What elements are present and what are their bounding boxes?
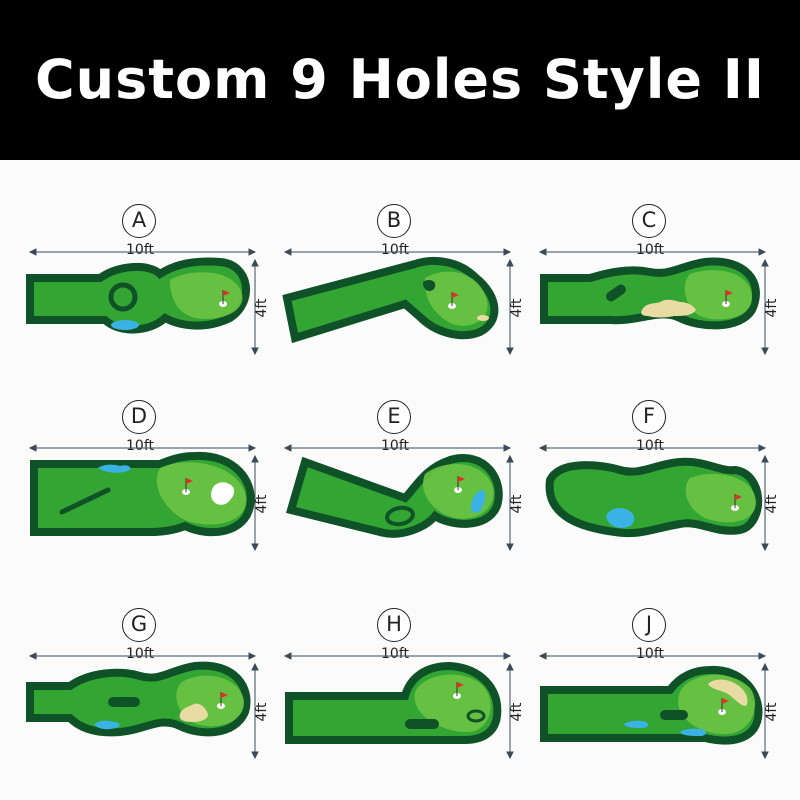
putting-green [424, 271, 488, 326]
water-hazard [111, 320, 139, 330]
dimension-lines [28, 444, 259, 552]
putting-green [684, 270, 752, 320]
flag [448, 292, 459, 309]
width-label: 10ft [615, 242, 685, 258]
water-hazard [471, 490, 486, 513]
flag [182, 478, 193, 495]
width-label: 10ft [105, 646, 175, 662]
course-shape-g [26, 652, 259, 760]
dimension-lines [283, 652, 514, 760]
bar-hazard [405, 719, 439, 729]
dimension-lines [28, 652, 259, 760]
hole-label-b: B [377, 204, 411, 238]
width-label: 10ft [615, 646, 685, 662]
width-label: 10ft [360, 646, 430, 662]
putting-green [685, 473, 756, 523]
flag [718, 698, 729, 715]
flag [722, 290, 733, 307]
width-label: 10ft [105, 242, 175, 258]
dimension-lines [538, 248, 769, 356]
sand-trap [641, 299, 696, 318]
hole-g: G 10ft 4ft [20, 606, 270, 796]
course-shape-j [538, 652, 769, 760]
width-label: 10ft [360, 438, 430, 454]
ring-hazard [466, 709, 486, 723]
ring-hazard [108, 282, 138, 312]
hole-label-a: A [122, 204, 156, 238]
water-hazard [94, 720, 120, 730]
hole-label-c: C [632, 204, 666, 238]
hole-c: C 10ft 4ft [530, 202, 780, 392]
white-sand-trap [211, 482, 235, 505]
bar-hazard [660, 710, 688, 720]
hole-label-j: J [632, 608, 666, 642]
hole-j: J 10ft 4ft [530, 606, 780, 796]
flag [219, 290, 230, 307]
hole-label-d: D [122, 400, 156, 434]
course-shape-h [283, 652, 514, 760]
hole-h: H 10ft 4ft [275, 606, 525, 796]
water-hazard [98, 464, 131, 473]
flag [453, 682, 464, 699]
dimension-lines [538, 444, 769, 552]
sand-trap [708, 679, 748, 706]
title-banner: Custom 9 Holes Style II [0, 0, 800, 160]
course-shape-c [538, 248, 769, 356]
width-label: 10ft [615, 438, 685, 454]
hole-b: B 10ft 4ft [275, 202, 525, 392]
putting-green [156, 462, 247, 525]
width-label: 10ft [360, 242, 430, 258]
dimension-lines [283, 444, 514, 552]
dimension-lines [538, 652, 769, 760]
flag [454, 476, 465, 493]
course-shape-a [26, 248, 259, 356]
hole-a: A 10ft 4ft [20, 202, 270, 392]
hole-label-e: E [377, 400, 411, 434]
courses-grid: A 10ft 4ft B 10ft 4ft [0, 160, 800, 800]
hole-f: F 10ft 4ft [530, 398, 780, 588]
putting-green [414, 674, 491, 733]
hole-e: E 10ft 4ft [275, 398, 525, 588]
hole-label-h: H [377, 608, 411, 642]
water-hazard [606, 508, 635, 528]
dimension-lines [283, 248, 514, 356]
diagonal-bar [59, 487, 111, 515]
flag [731, 494, 742, 511]
water-hazard-2 [680, 728, 707, 736]
dimension-lines [28, 248, 259, 356]
hole-label-f: F [632, 400, 666, 434]
hole-label-g: G [122, 608, 156, 642]
course-shape-f [538, 444, 769, 552]
course-shape-d [28, 444, 259, 552]
ring-hazard [385, 505, 415, 527]
bar-hazard [606, 284, 626, 302]
water-hazard [624, 720, 649, 728]
flag [217, 692, 228, 709]
sand-trap [179, 703, 208, 722]
bar-hazard [108, 697, 140, 707]
course-shape-b [282, 248, 514, 356]
width-label: 10ft [105, 438, 175, 454]
dark-hole-hazard [423, 279, 436, 292]
sand-trap [477, 315, 489, 321]
course-shape-e [283, 444, 514, 552]
putting-green [170, 272, 243, 319]
page-title: Custom 9 Holes Style II [35, 48, 765, 111]
hole-d: D 10ft 4ft [20, 398, 270, 588]
